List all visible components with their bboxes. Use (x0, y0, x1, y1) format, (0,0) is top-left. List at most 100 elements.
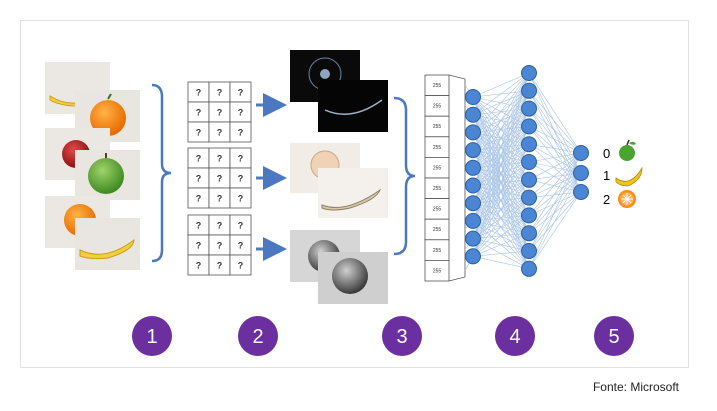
connection-line (528, 172, 582, 181)
grid-cell-value: ? (238, 154, 244, 164)
hidden-neuron (465, 106, 481, 123)
step-number: 3 (396, 326, 407, 348)
connection-line (528, 172, 582, 234)
grid-cell-value: ? (238, 261, 244, 271)
grid-cell-value: ? (217, 261, 223, 271)
vector-cell-value: 255 (433, 207, 442, 213)
connection-line (472, 179, 530, 257)
grid-cell-value: ? (238, 108, 244, 118)
orange-photo (75, 90, 140, 142)
grid-cell-value: ? (196, 128, 202, 138)
connection-line (528, 126, 582, 154)
source-credit: Fonte: Microsoft (592, 380, 679, 394)
connection-line (528, 161, 582, 174)
output-index-0: 0 (603, 146, 610, 161)
connection-line (528, 179, 582, 193)
hidden-neuron (521, 207, 537, 224)
step-circle (495, 316, 535, 356)
grid-cell-value: ? (217, 174, 223, 184)
apple-icon (619, 139, 636, 161)
connection-line (472, 215, 530, 257)
orange-slice-icon (618, 190, 636, 208)
hidden-neuron (465, 195, 481, 212)
output-classes: 0 1 2 (603, 139, 643, 208)
grid-cell-value: ? (238, 128, 244, 138)
hidden-neuron (521, 100, 537, 117)
connection-line (472, 232, 530, 257)
grid-cell-value: ? (217, 221, 223, 231)
connection-line (528, 72, 582, 154)
hidden-neuron (465, 124, 481, 141)
input-photos (45, 62, 140, 270)
vector-cell-value: 255 (433, 186, 442, 192)
grid-cell-value: ? (217, 241, 223, 251)
vector-cell-value: 255 (433, 227, 442, 233)
grid-cell-value: ? (238, 241, 244, 251)
connection-line (472, 72, 530, 239)
hidden-neuron (521, 154, 537, 170)
step-circle (238, 316, 278, 356)
grid-cell-value: ? (217, 154, 223, 164)
grid-cell-value: ? (217, 194, 223, 204)
output-neuron (573, 165, 589, 181)
step-numbers: 1 2 3 4 5 (132, 316, 634, 356)
connection-line (528, 90, 582, 193)
output-neuron (573, 145, 589, 161)
connection-line (528, 191, 582, 216)
step-1-badge: 1 (132, 316, 172, 356)
hidden-neuron (465, 159, 481, 176)
vector-cell-value: 255 (433, 165, 442, 171)
connection-line (528, 172, 582, 252)
connection-line (528, 172, 582, 198)
grid-cell-value: ? (196, 194, 202, 204)
connection-line (528, 143, 582, 154)
vector-cell-value: 255 (433, 83, 442, 89)
hidden-neuron (521, 225, 537, 242)
output-index-2: 2 (603, 192, 610, 207)
banana-photo-2 (75, 218, 140, 270)
light-filter-image-2 (318, 168, 388, 218)
hidden-neuron (465, 177, 481, 194)
dark-filter-image-2 (318, 80, 388, 132)
vector-cell-value: 255 (433, 124, 442, 130)
grid-cell-value: ? (196, 221, 202, 231)
step-number: 2 (252, 326, 263, 348)
grid-cell (229, 187, 252, 209)
connection-line (528, 191, 582, 234)
dark-filter-image-1 (290, 50, 360, 102)
connection-line (528, 90, 582, 174)
hidden-neuron (465, 230, 481, 247)
connection-line (528, 152, 582, 269)
hidden-neuron (465, 89, 481, 105)
connection-line (528, 143, 582, 174)
brace-2 (393, 96, 416, 256)
hidden-neuron (521, 118, 537, 135)
grid-cell-value: ? (238, 88, 244, 98)
connection-line (472, 72, 530, 98)
grid-cell-value: ? (217, 128, 223, 138)
connection-line (528, 108, 582, 174)
grid-cell-value: ? (196, 154, 202, 164)
step-3-badge: 3 (382, 316, 422, 356)
vector-side-face (448, 74, 466, 282)
step-5-badge: 5 (594, 316, 634, 356)
connection-line (472, 72, 530, 257)
step-number: 4 (509, 326, 520, 348)
connection-line (472, 90, 530, 257)
connection-line (528, 143, 582, 193)
connection-line (528, 152, 582, 234)
vector-cell-value: 255 (433, 145, 442, 151)
step-4-badge: 4 (495, 316, 535, 356)
filtered-images (290, 50, 388, 304)
grid-cell-value: ? (238, 221, 244, 231)
connection-line (528, 126, 582, 174)
step-2-badge: 2 (238, 316, 278, 356)
hidden-neuron (521, 65, 537, 81)
connection-line (472, 197, 530, 257)
hidden-neuron (465, 212, 481, 229)
grid-cell-value: ? (217, 88, 223, 98)
connection-line (472, 72, 530, 222)
connection-line (472, 161, 530, 257)
output-index-1: 1 (603, 168, 610, 183)
